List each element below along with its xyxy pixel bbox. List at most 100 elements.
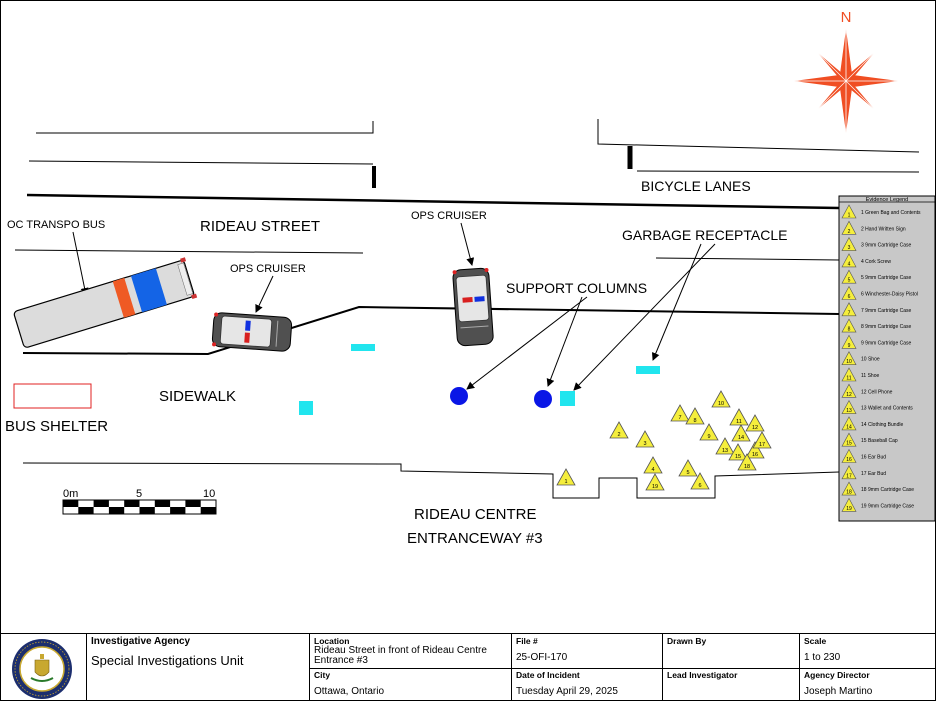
scale-bar-segment <box>185 500 201 507</box>
city-value: Ottawa, Ontario <box>314 686 385 697</box>
file-value: 25-OFI-170 <box>516 652 568 663</box>
legend-row-text: 1 Green Bag and Contents <box>861 210 921 216</box>
legend-row-text: 4 Cork Screw <box>861 259 891 265</box>
legend-title: Evidence Legend <box>866 197 909 203</box>
cyan-object-3 <box>636 366 660 374</box>
evidence-marker-number: 11 <box>736 419 742 425</box>
scale-bar-segment <box>139 507 155 514</box>
cyan-objects <box>299 344 660 415</box>
compass-rose-icon <box>794 29 898 133</box>
legend-row: 4 4 Cork Screw <box>841 253 891 267</box>
evidence-marker-number: 2 <box>617 432 620 438</box>
director-header: Agency Director <box>804 670 870 680</box>
legend-row: 9 9 9mm Cartridge Case <box>841 334 912 349</box>
scale-bar-segment <box>200 507 216 514</box>
legend-row-number: 19 <box>846 506 852 512</box>
evidence-marker-9: 9 <box>699 423 719 441</box>
legend-row-text: 18 9mm Cartridge Case <box>861 487 914 493</box>
scale-label-5: 5 <box>136 488 142 500</box>
scale-bar-segment <box>124 500 140 507</box>
cyan-object-1 <box>351 344 375 351</box>
evidence-marker-number: 14 <box>738 435 744 441</box>
evidence-marker-13: 13 <box>715 437 735 455</box>
legend-row-text: 6 Winchester-Daisy Pistol <box>861 292 918 298</box>
bike-lane-line-left <box>28 160 374 165</box>
entranceway-label: ENTRANCEWAY #3 <box>407 530 543 547</box>
date-header: Date of Incident <box>516 670 580 680</box>
evidence-marker-14: 14 <box>731 424 751 442</box>
legend-row-text: 14 Clothing Bundle <box>861 422 903 428</box>
lead-investigator-header: Lead Investigator <box>667 670 738 680</box>
scale-label-0: 0m <box>63 488 78 500</box>
city-header: City <box>314 670 331 680</box>
legend-row-number: 3 <box>848 245 851 251</box>
location-value: Rideau Street in front of Rideau Centre … <box>314 645 487 666</box>
scale-bar-segment <box>170 507 186 514</box>
director-value: Joseph Martino <box>804 686 873 697</box>
sidewalk-label: SIDEWALK <box>159 388 236 405</box>
evidence-marker-number: 12 <box>752 425 758 431</box>
file-header: File # <box>516 636 538 646</box>
file-cell: File # 25-OFI-170 <box>511 634 662 668</box>
evidence-marker-16: 16 <box>745 441 765 459</box>
building-line <box>22 462 840 499</box>
evidence-marker-number: 8 <box>693 418 696 424</box>
agency-value: Special Investigations Unit <box>91 653 244 668</box>
agency-header: Investigative Agency <box>91 636 191 647</box>
garbage-receptacle <box>560 391 575 406</box>
legend-row-text: 12 Cell Phone <box>861 389 893 395</box>
evidence-marker-number: 17 <box>759 442 765 448</box>
evidence-marker-number: 16 <box>752 452 758 458</box>
location-cell: Location Rideau Street in front of Ridea… <box>309 634 511 668</box>
rideau-centre-lane-line <box>655 257 840 261</box>
road-edge-south <box>22 305 840 356</box>
legend-row-number: 13 <box>846 408 852 414</box>
evidence-marker-10: 10 <box>711 390 731 408</box>
legend-row-number: 9 <box>848 343 851 349</box>
leader-lines <box>72 222 716 391</box>
evidence-marker-8: 8 <box>685 407 705 425</box>
cyan-object-2 <box>299 401 313 415</box>
legend-row-text: 9 9mm Cartridge Case <box>861 340 912 346</box>
evidence-marker-18: 18 <box>737 453 757 471</box>
legend-row-number: 14 <box>846 424 852 430</box>
legend-row-number: 4 <box>848 261 851 267</box>
evidence-marker-19: 19 <box>645 473 665 491</box>
legend-row-text: 17 Ear Bud <box>861 471 886 477</box>
evidence-marker-7: 7 <box>670 404 690 422</box>
legend-row-number: 16 <box>846 457 852 463</box>
agency-cell: Investigative Agency Special Investigati… <box>86 634 309 700</box>
evidence-marker-12: 12 <box>745 414 765 432</box>
evidence-marker-5: 5 <box>678 459 698 477</box>
legend-row-text: 11 Shoe <box>861 373 879 379</box>
support-column-2 <box>534 390 552 408</box>
curb-line-north-left <box>36 121 374 134</box>
director-cell: Agency Director Joseph Martino <box>799 668 935 700</box>
drawn-by-cell: Drawn By <box>662 634 799 668</box>
evidence-marker-number: 3 <box>643 441 646 447</box>
lane-line <box>14 249 364 254</box>
legend-row-number: 5 <box>848 278 851 284</box>
support-columns-label: SUPPORT COLUMNS <box>506 280 647 296</box>
scale-value: 1 to 230 <box>804 652 841 663</box>
evidence-marker-number: 5 <box>686 470 689 476</box>
legend-row-text: 15 Baseball Cap <box>861 438 898 444</box>
title-block: Investigative Agency Special Investigati… <box>1 633 935 700</box>
scale-bar-segment <box>154 500 171 507</box>
ops-cruiser-1 <box>211 312 293 352</box>
legend-row-text: 10 Shoe <box>861 357 880 363</box>
